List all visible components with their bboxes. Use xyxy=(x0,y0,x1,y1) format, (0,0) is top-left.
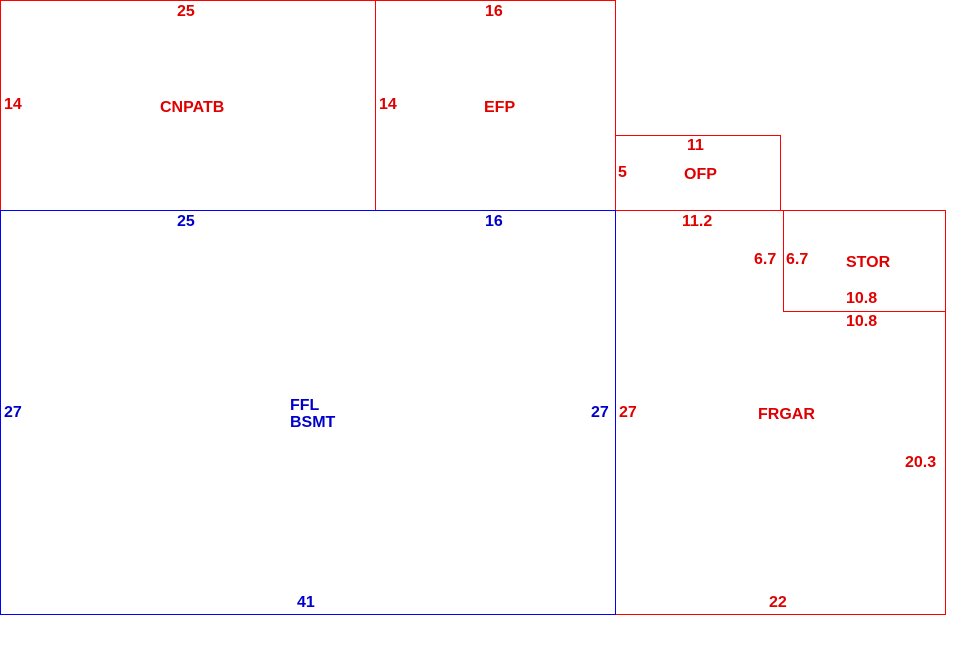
ofp-area-label: OFP xyxy=(684,166,717,183)
stor-bottom-outer-dimension: 10.8 xyxy=(846,313,878,330)
frgar-area-label: FRGAR xyxy=(758,406,815,423)
main-top-left-dimension: 25 xyxy=(177,213,195,230)
frgar-right-dimension: 20.3 xyxy=(905,454,937,471)
frgar-left-dimension: 27 xyxy=(619,404,637,421)
ofp-left-dimension: 5 xyxy=(618,164,627,181)
main-area-label-line1: FFL xyxy=(290,397,320,414)
main-area-label-line2: BSMT xyxy=(290,414,336,431)
main-left-dimension: 27 xyxy=(4,404,22,421)
stor-area-label: STOR xyxy=(846,254,891,271)
stor-left-outer-dimension: 6.7 xyxy=(754,251,777,268)
stor-bottom-inner-dimension: 10.8 xyxy=(846,290,878,307)
ofp-top-dimension: 11 xyxy=(687,137,704,154)
stor-left-inner-dimension: 6.7 xyxy=(786,251,809,268)
stor-area[interactable] xyxy=(783,210,946,312)
cnpatb-left-dimension: 14 xyxy=(4,96,22,113)
efp-top-dimension: 16 xyxy=(485,3,503,20)
cnpatb-area-label: CNPATB xyxy=(160,99,225,116)
main-living-area[interactable] xyxy=(0,210,616,615)
main-right-dimension: 27 xyxy=(591,404,609,421)
ofp-bottom-dimension: 11.2 xyxy=(682,213,713,230)
cnpatb-top-dimension: 25 xyxy=(177,3,195,20)
main-bottom-dimension: 41 xyxy=(297,594,315,611)
efp-area-label: EFP xyxy=(484,99,516,116)
efp-left-dimension: 14 xyxy=(379,96,397,113)
frgar-bottom-dimension: 22 xyxy=(769,594,787,611)
main-top-right-dimension: 16 xyxy=(485,213,503,230)
